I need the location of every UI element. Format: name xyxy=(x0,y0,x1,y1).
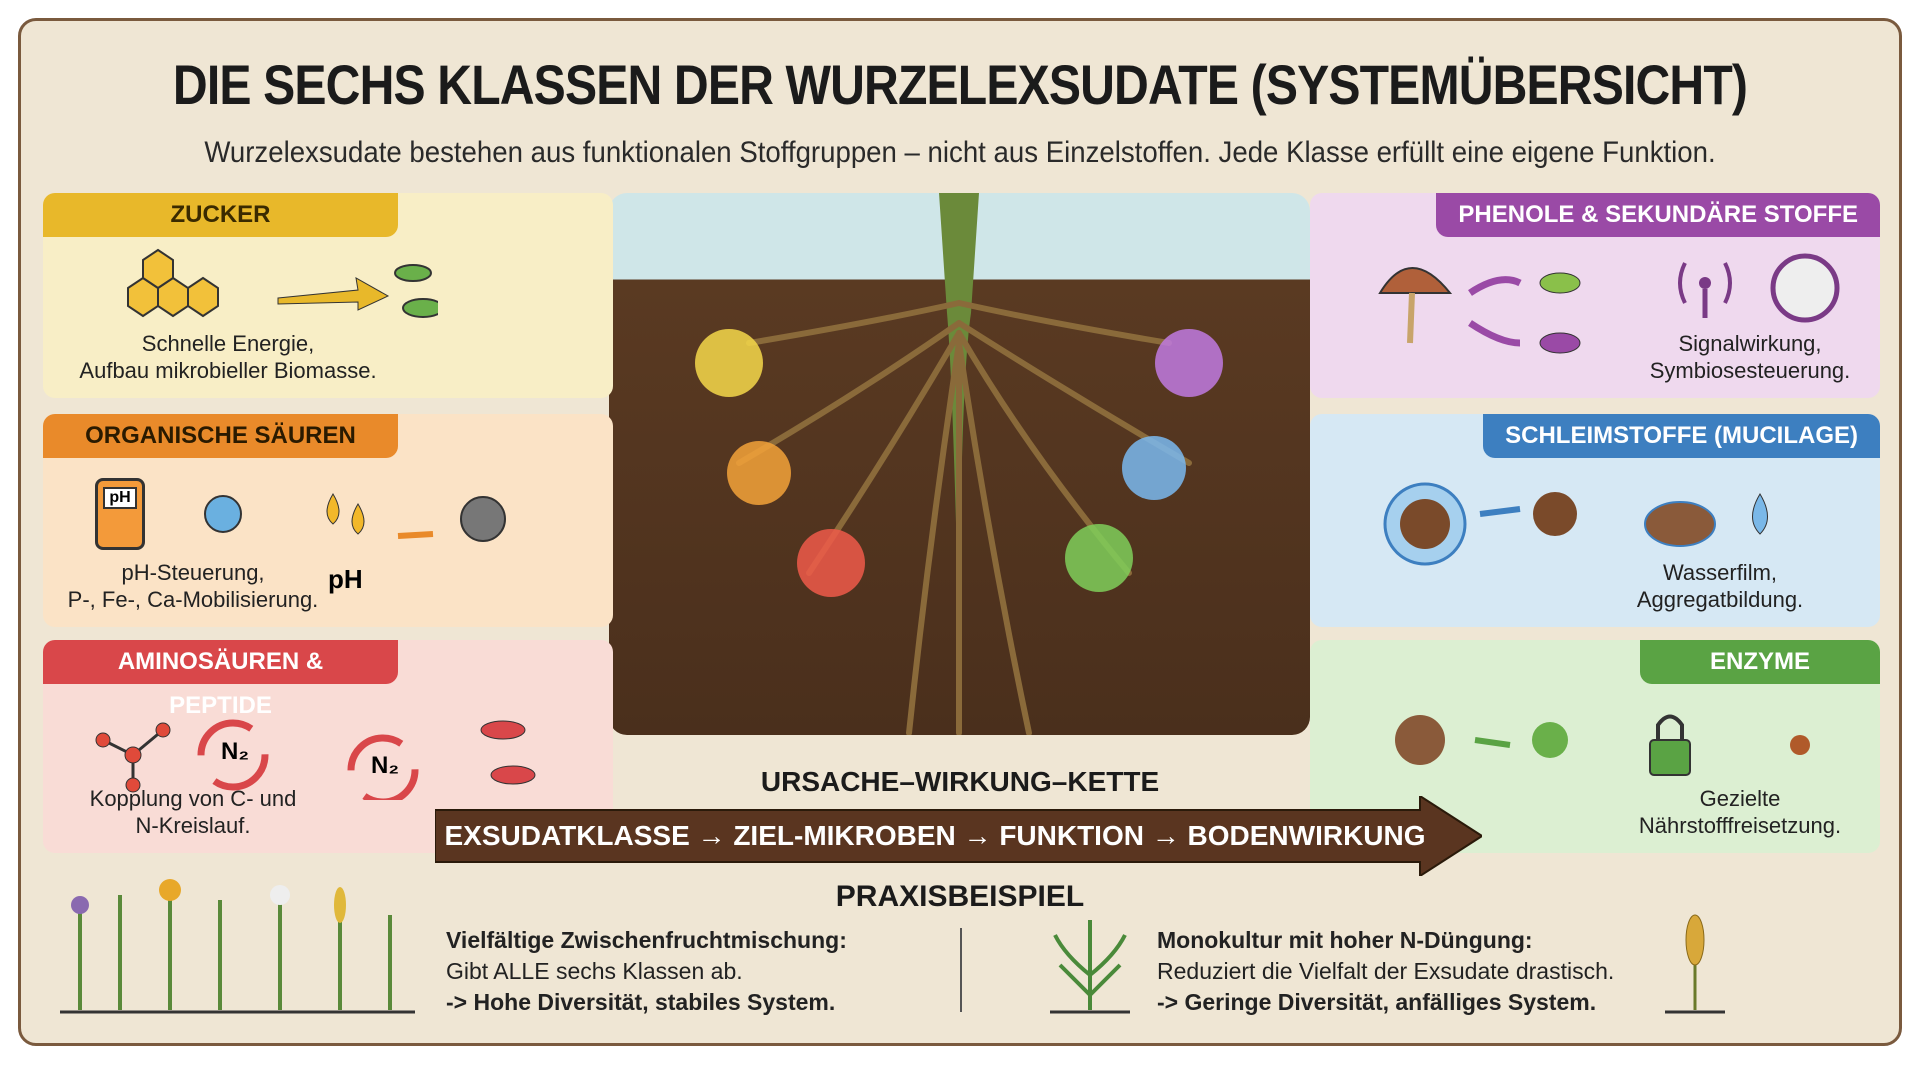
mixed-plants-illustration xyxy=(60,879,415,1014)
ph-meter-icon: pH xyxy=(95,478,145,550)
praxis-right-result: -> Geringe Diversität, anfälliges System… xyxy=(1157,989,1597,1015)
panel-header: PHENOLE & SEKUNDÄRE STOFFE xyxy=(1436,193,1880,237)
praxis-right-line: Reduziert die Vielfalt der Exsudate dras… xyxy=(1157,958,1615,984)
praxis-left-line: Gibt ALLE sechs Klassen ab. xyxy=(446,958,743,984)
praxis-left: Vielfältige Zwischenfruchtmischung: Gibt … xyxy=(446,925,847,1018)
acid-mobilization-icons xyxy=(204,493,506,542)
panel-phenole: PHENOLE & SEKUNDÄRE STOFFE Signalwirkung… xyxy=(1310,193,1880,398)
panel-description: Signalwirkung,Symbiosesteuerung. xyxy=(1630,330,1870,384)
panel-description: pH-Steuerung,P-, Fe-, Ca-Mobilisierung. xyxy=(43,559,343,613)
praxis-divider xyxy=(960,928,962,1012)
sugar-molecule-icon xyxy=(127,248,438,318)
desc-line: Gezielte xyxy=(1699,786,1781,811)
panel-schleimstoffe: SCHLEIMSTOFFE (MUCILAGE) Wasserfilm,Aggr… xyxy=(1310,414,1880,627)
ph-meter-label: pH xyxy=(103,487,137,509)
desc-line: Kopplung von C- und xyxy=(89,786,297,811)
praxis-right: Monokultur mit hoher N-Düngung: Reduziert… xyxy=(1157,925,1614,1018)
chain-text: EXSUDATKLASSE → ZIEL-MIKROBEN → FUNKTION… xyxy=(444,820,1426,851)
desc-line: Aufbau mikrobieller Biomasse. xyxy=(79,358,377,383)
desc-line: N-Kreislauf. xyxy=(135,813,251,838)
desc-line: Symbiosesteuerung. xyxy=(1649,358,1851,383)
desc-line: Signalwirkung, xyxy=(1678,331,1822,356)
fungus-bacteria-icons xyxy=(1378,267,1581,354)
desc-line: Schnelle Energie, xyxy=(141,331,315,356)
praxis-right-head: Monokultur mit hoher N-Düngung: xyxy=(1157,927,1533,953)
ph-label: pH xyxy=(328,564,363,594)
soil-root-illustration xyxy=(609,193,1310,735)
panel-description: Schnelle Energie,Aufbau mikrobieller Bio… xyxy=(43,330,413,384)
page-subtitle: Wurzelexsudate bestehen aus funktionalen… xyxy=(204,136,1716,169)
wheat-icon xyxy=(1665,914,1725,1014)
desc-line: Aggregatbildung. xyxy=(1636,587,1804,612)
panel-header: ORGANISCHE SÄUREN xyxy=(43,414,398,458)
signal-icon xyxy=(1678,253,1840,323)
desc-line: Wasserfilm, xyxy=(1662,560,1778,585)
panel-header: ENZYME xyxy=(1640,640,1880,684)
chain-arrow xyxy=(435,796,1482,876)
n2-label: N₂ xyxy=(221,738,249,765)
panel-header: AMINOSÄUREN & PEPTIDE xyxy=(43,640,398,719)
desc-line: Nährstofffreisetzung. xyxy=(1638,813,1842,838)
nitrogen-cycle-icons xyxy=(95,719,536,800)
panel-header: ZUCKER xyxy=(43,193,398,237)
aggregate-water-icons xyxy=(1383,482,1768,566)
desc-line: P-, Fe-, Ca-Mobilisierung. xyxy=(67,587,319,612)
n2-label: N₂ xyxy=(371,752,399,779)
praxis-left-result: -> Hohe Diversität, stabiles System. xyxy=(446,989,836,1015)
panel-zucker: ZUCKER Schnelle Energie,Aufbau mikrobiel… xyxy=(43,193,613,398)
panel-description: Wasserfilm,Aggregatbildung. xyxy=(1600,559,1840,613)
panel-organische-saeuren: ORGANISCHE SÄUREN pH pH pH-Steuerung,P-,… xyxy=(43,414,613,627)
panel-header: SCHLEIMSTOFFE (MUCILAGE) xyxy=(1483,414,1880,458)
praxis-left-head: Vielfältige Zwischenfruchtmischung: xyxy=(446,927,847,953)
grass-icon xyxy=(1050,920,1130,1014)
page-title: DIE SECHS KLASSEN DER WURZELEXSUDATE (SY… xyxy=(172,53,1748,116)
desc-line: pH-Steuerung, xyxy=(121,560,265,585)
enzyme-icons xyxy=(1395,714,1810,776)
chain-label: URSACHE–WIRKUNG–KETTE xyxy=(760,766,1160,797)
praxis-title: PRAXISBEISPIEL xyxy=(835,880,1085,913)
